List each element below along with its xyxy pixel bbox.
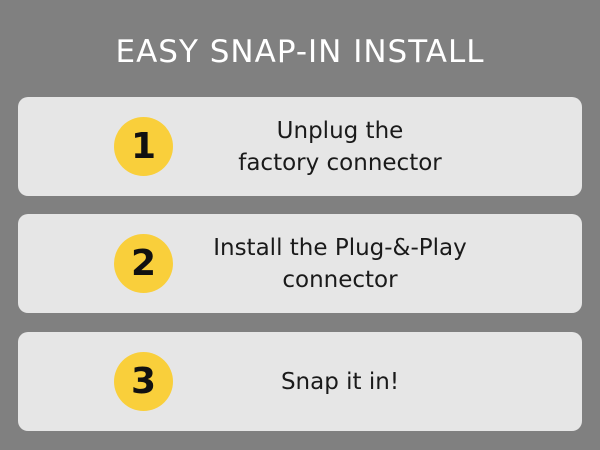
step-text: Snap it in! [280, 368, 400, 395]
step-card-3: 3 Snap it in! [18, 332, 582, 431]
step-number-badge: 2 [114, 234, 173, 293]
page-title: EASY SNAP-IN INSTALL [115, 34, 485, 70]
step-text: Install the Plug-&-Play connector [213, 234, 467, 293]
step-text-container: Unplug the factory connector [178, 97, 502, 196]
step-number-badge: 1 [114, 117, 173, 176]
step-text-container: Install the Plug-&-Play connector [178, 214, 502, 313]
step-card-1: 1 Unplug the factory connector [18, 97, 582, 196]
step-text: Unplug the factory connector [238, 117, 442, 176]
step-card-2: 2 Install the Plug-&-Play connector [18, 214, 582, 313]
step-number-badge: 3 [114, 352, 173, 411]
step-text-container: Snap it in! [178, 332, 502, 431]
